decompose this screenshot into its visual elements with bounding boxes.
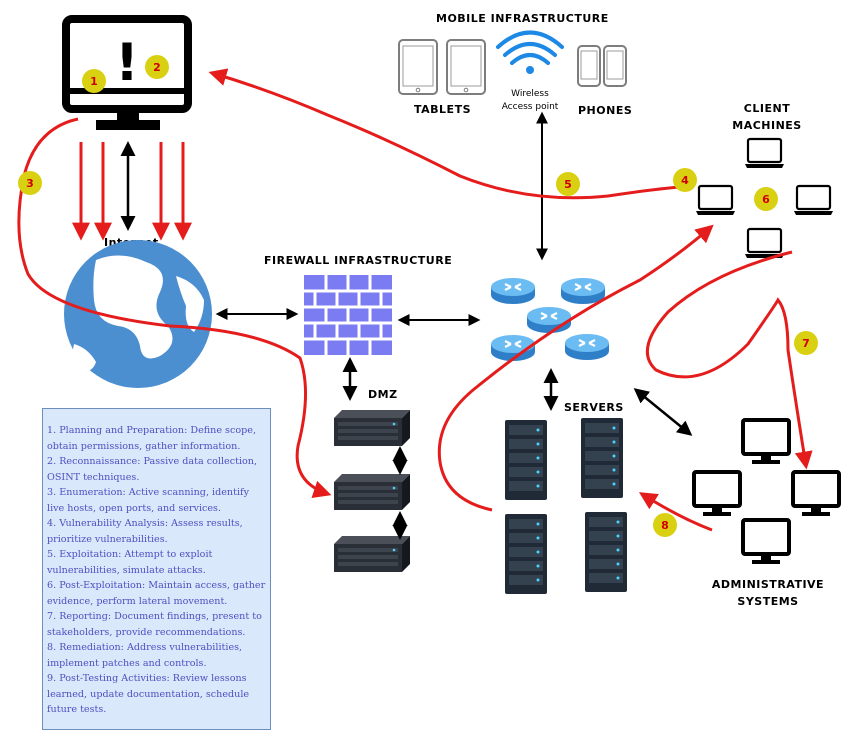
server-rack-icon bbox=[505, 420, 547, 500]
tablet-icon bbox=[398, 39, 438, 95]
firewall-icon bbox=[304, 275, 392, 355]
svg-text:1: 1 bbox=[90, 75, 98, 88]
attack-path-reporting bbox=[646, 250, 813, 470]
step-badge: 3 bbox=[18, 171, 42, 195]
firewall-infrastructure-label: FIREWALL INFRASTRUCTURE bbox=[264, 254, 452, 267]
administrative-systems-label-2: SYSTEMS bbox=[737, 595, 798, 608]
wireless-label: Wireless bbox=[511, 89, 549, 99]
admin-monitor-icon bbox=[741, 418, 791, 466]
phones-label: PHONES bbox=[578, 104, 632, 117]
dmz-label: DMZ bbox=[368, 388, 398, 401]
pentest-steps-box: 1. Planning and Preparation: Define scop… bbox=[42, 408, 271, 730]
dmz-server-icon bbox=[334, 410, 410, 446]
svg-text:6: 6 bbox=[762, 193, 770, 206]
tablet-icon bbox=[446, 39, 486, 95]
svg-text:4: 4 bbox=[681, 174, 689, 187]
step-item: 8. Remediation: Address vulnerabilities,… bbox=[47, 642, 243, 669]
svg-text:2: 2 bbox=[153, 61, 161, 74]
laptop-icon bbox=[694, 184, 737, 217]
svg-text:5: 5 bbox=[564, 178, 572, 191]
laptop-icon bbox=[743, 137, 786, 170]
step-badge: 8 bbox=[653, 513, 677, 537]
client-machines-label: CLIENT bbox=[744, 102, 790, 115]
tablets-label: TABLETS bbox=[414, 103, 471, 116]
internet-globe-icon bbox=[64, 240, 212, 388]
router-icon bbox=[559, 276, 607, 306]
dmz-server-icon bbox=[334, 474, 410, 510]
server-rack-icon bbox=[581, 418, 623, 498]
step-badge: 4 bbox=[673, 168, 697, 192]
router-icon bbox=[489, 276, 537, 306]
router-icon bbox=[525, 305, 573, 335]
server-rack-icon bbox=[585, 512, 627, 592]
step-badge: 7 bbox=[794, 331, 818, 355]
admin-monitor-icon bbox=[791, 470, 841, 518]
admin-monitor-icon bbox=[741, 518, 791, 566]
svg-text:3: 3 bbox=[26, 177, 34, 190]
client-machines-label-2: MACHINES bbox=[732, 119, 801, 132]
phone-icon bbox=[603, 45, 627, 87]
monitor-alert-mark: ! bbox=[115, 33, 139, 93]
step-item: 3. Enumeration: Active scanning, identif… bbox=[47, 487, 249, 514]
administrative-systems-label: ADMINISTRATIVE bbox=[712, 578, 824, 591]
step-badge: 5 bbox=[556, 172, 580, 196]
phone-icon bbox=[577, 45, 601, 87]
laptop-icon bbox=[792, 184, 835, 217]
attack-path-remediation bbox=[638, 492, 713, 532]
attack-path-return bbox=[208, 68, 695, 200]
step-item: 1. Planning and Preparation: Define scop… bbox=[47, 425, 256, 452]
svg-text:7: 7 bbox=[802, 337, 810, 350]
step-item: 2. Reconnaissance: Passive data collecti… bbox=[47, 456, 258, 483]
laptop-icon bbox=[743, 227, 786, 260]
step-item: 5. Exploitation: Attempt to exploit vuln… bbox=[47, 549, 213, 576]
step-item: 7. Reporting: Document findings, present… bbox=[47, 611, 262, 638]
mobile-infrastructure-label: MOBILE INFRASTRUCTURE bbox=[436, 12, 609, 25]
access-point-label: Access point bbox=[502, 102, 559, 112]
router-icon bbox=[563, 332, 611, 362]
wifi-icon bbox=[496, 30, 564, 74]
step-item: 4. Vulnerability Analysis: Assess result… bbox=[47, 518, 243, 545]
server-rack-icon bbox=[505, 514, 547, 594]
step-badge: 2 bbox=[145, 55, 169, 79]
dmz-server-icon bbox=[334, 536, 410, 572]
step-item: 6. Post-Exploitation: Maintain access, g… bbox=[47, 580, 266, 607]
attack-arrows-down bbox=[72, 142, 192, 241]
router-admin-link bbox=[633, 388, 693, 436]
svg-text:8: 8 bbox=[661, 519, 669, 532]
step-badge: 6 bbox=[754, 187, 778, 211]
admin-monitor-icon bbox=[692, 470, 742, 518]
servers-label: SERVERS bbox=[564, 401, 624, 414]
step-item: 9. Post-Testing Activities: Review lesso… bbox=[47, 673, 250, 715]
attack-path-lateral bbox=[437, 224, 714, 512]
step-badge: 1 bbox=[82, 69, 106, 93]
